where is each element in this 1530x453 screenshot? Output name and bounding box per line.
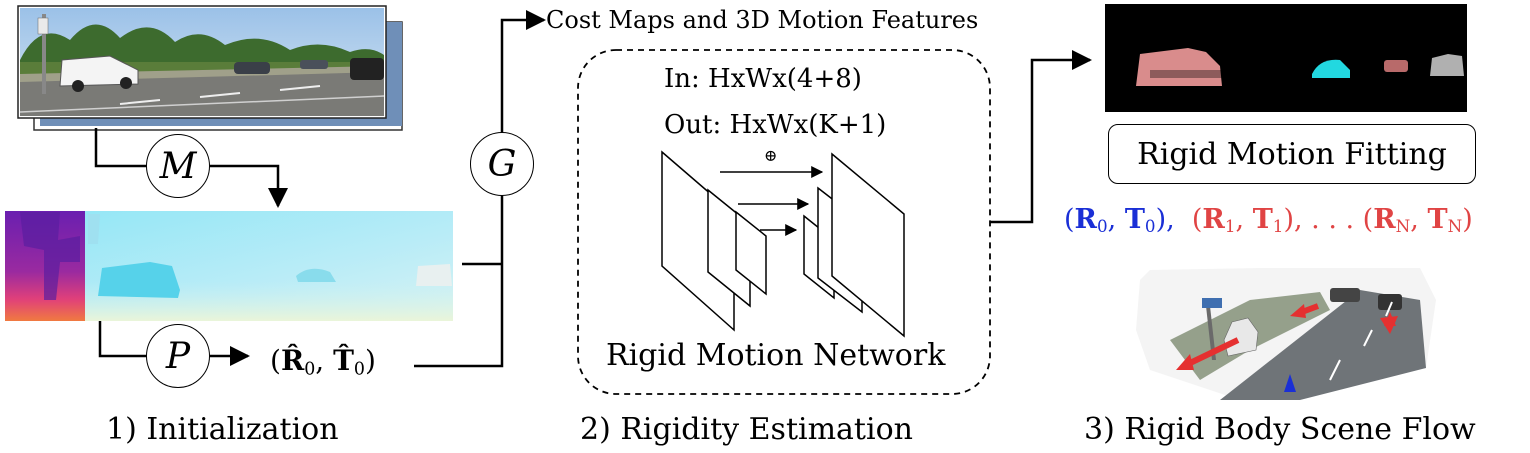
network-input-label: In: HxWx(4+8) bbox=[664, 64, 862, 94]
comma: , bbox=[315, 344, 334, 377]
section-title-scene-flow: 3) Rigid Body Scene Flow bbox=[1084, 412, 1476, 447]
background-motion: (R0, T0), bbox=[1064, 204, 1175, 237]
subscript: 1 bbox=[1272, 216, 1284, 237]
rotation-symbol: R bbox=[1074, 204, 1097, 235]
connector-line bbox=[94, 128, 146, 168]
paren: ) bbox=[364, 344, 376, 377]
comma: , bbox=[1235, 204, 1253, 235]
connector-line bbox=[98, 321, 146, 358]
point-cloud-flow bbox=[1136, 268, 1436, 400]
operator-p: P bbox=[146, 324, 210, 388]
paren: ( bbox=[270, 344, 281, 377]
operator-m: M bbox=[146, 134, 210, 198]
subscript: 1 bbox=[1224, 216, 1236, 237]
translation-symbol: T bbox=[1252, 204, 1273, 235]
optical-flow-map bbox=[5, 211, 453, 321]
skip-connections bbox=[720, 166, 824, 236]
rotation-symbol: R bbox=[1202, 204, 1225, 235]
rigid-motion-fitting-box: Rigid Motion Fitting bbox=[1108, 124, 1476, 184]
concat-symbol: ⊕ bbox=[764, 146, 778, 165]
subscript: N bbox=[1447, 216, 1463, 237]
network-output-label: Out: HxWx(K+1) bbox=[664, 110, 887, 140]
subscript: 0 bbox=[1097, 216, 1108, 237]
ellipsis: ), . . . ( bbox=[1283, 204, 1374, 235]
object-motions: (R1, T1), . . . (RN, TN) bbox=[1191, 204, 1473, 237]
comma: , bbox=[1410, 204, 1428, 235]
translation-symbol: T bbox=[1124, 204, 1145, 235]
paren: ( bbox=[1064, 204, 1075, 235]
paren: ), bbox=[1155, 204, 1175, 235]
connector-arrow bbox=[210, 164, 288, 208]
section-title-initialization: 1) Initialization bbox=[106, 412, 339, 447]
paren: ( bbox=[1191, 204, 1203, 235]
photo-road-scene bbox=[17, 5, 387, 119]
motion-sets-formula: (R0, T0), (R1, T1), . . . (RN, TN) bbox=[1064, 204, 1473, 236]
rotation-symbol: R̂ bbox=[280, 344, 305, 377]
section-title-rigidity: 2) Rigidity Estimation bbox=[580, 412, 913, 447]
segmentation-mask bbox=[1105, 4, 1467, 112]
connector-arrow bbox=[990, 50, 1092, 224]
subscript: N bbox=[1395, 216, 1411, 237]
input-image-stack bbox=[17, 5, 403, 131]
network-name: Rigid Motion Network bbox=[606, 338, 946, 373]
subscript: 0 bbox=[353, 359, 365, 380]
connector-line bbox=[414, 196, 504, 368]
operator-g: G bbox=[470, 132, 534, 196]
cost-maps-label: Cost Maps and 3D Motion Features bbox=[546, 6, 979, 34]
translation-symbol: T bbox=[1427, 204, 1448, 235]
network-layers bbox=[661, 150, 905, 338]
subscript: 0 bbox=[304, 359, 316, 380]
translation-symbol: T̂ bbox=[333, 344, 354, 377]
rotation-symbol: R bbox=[1373, 204, 1396, 235]
initial-pose-formula: (R̂0, T̂0) bbox=[270, 344, 376, 379]
connector-arrow bbox=[500, 10, 546, 132]
paren: ) bbox=[1462, 204, 1473, 235]
subscript: 0 bbox=[1144, 216, 1156, 237]
comma: , bbox=[1107, 204, 1125, 235]
